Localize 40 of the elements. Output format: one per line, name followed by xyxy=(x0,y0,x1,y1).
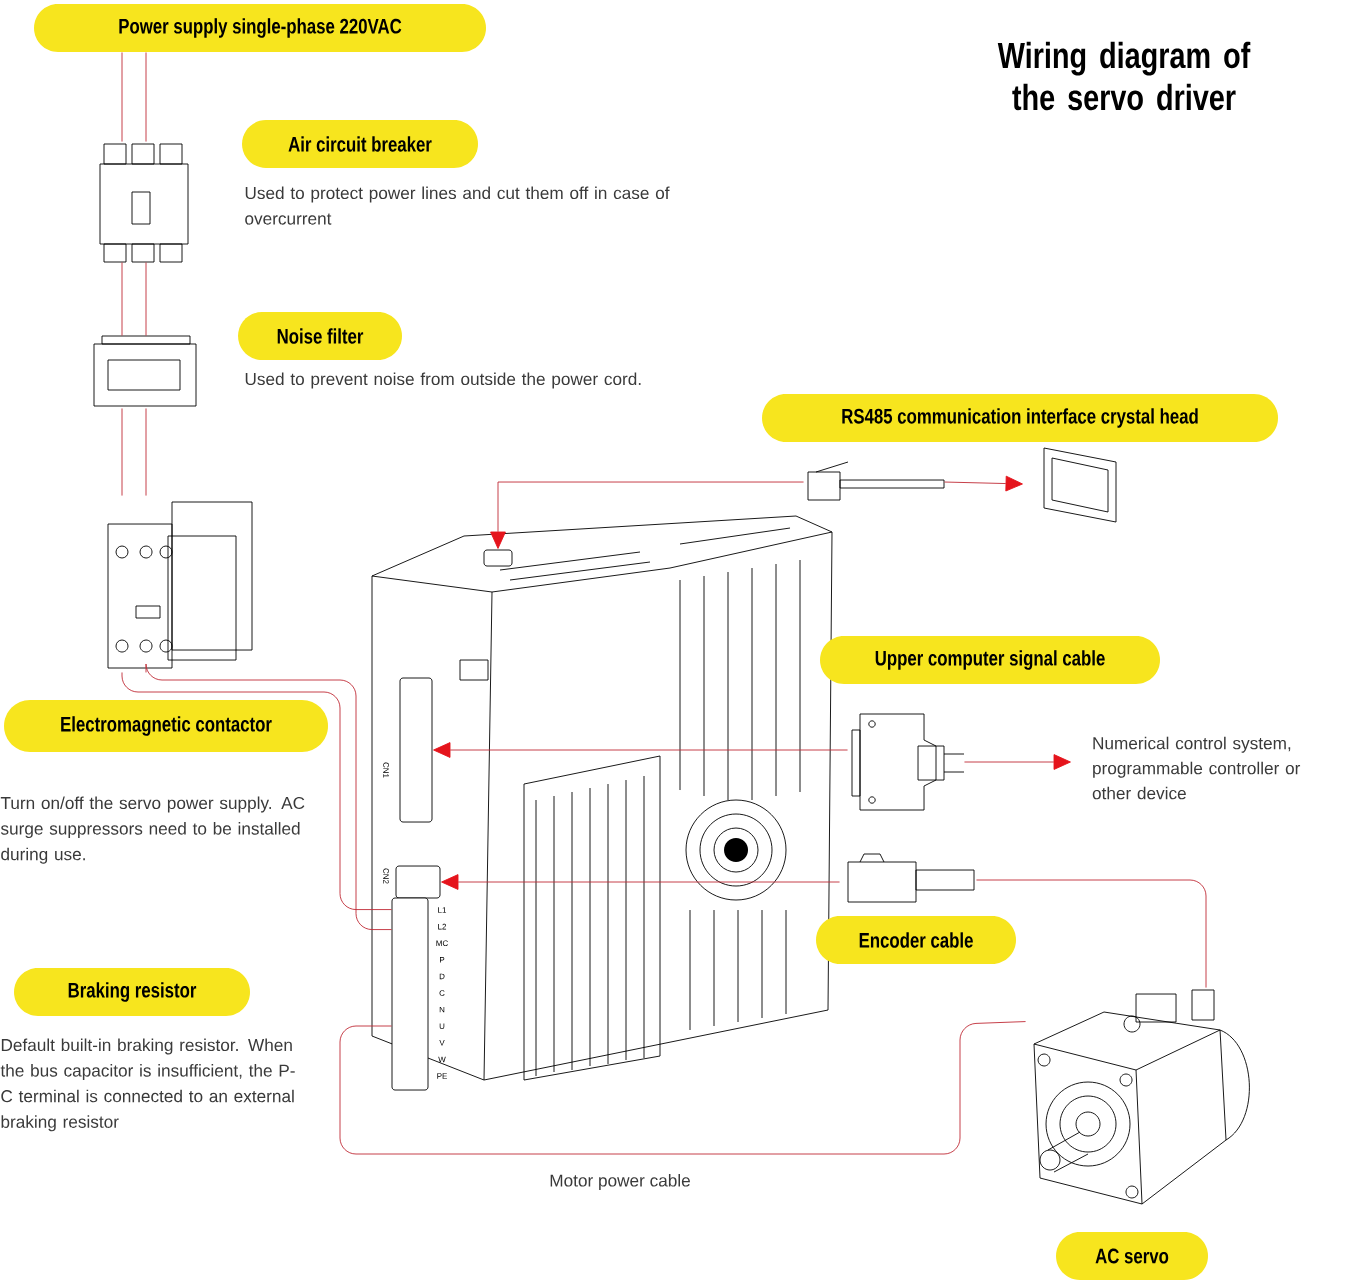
port-socket xyxy=(483,549,513,567)
arrow xyxy=(490,481,804,549)
circuit-breaker-drawing xyxy=(99,143,189,263)
wire-line xyxy=(121,408,147,496)
edge-label: Motor power cable xyxy=(547,1172,693,1193)
terminal-block xyxy=(391,897,429,1091)
title: Wiring diagram of the servo driver xyxy=(997,41,1251,111)
description-text: Used to protect power lines and cut them off in case of overcurrent xyxy=(245,186,670,225)
heading-pill: Electromagnetic contactor xyxy=(4,700,328,752)
arrow xyxy=(964,754,1071,770)
arrow xyxy=(944,475,1023,492)
heading-pill: AC servo xyxy=(1056,1232,1208,1280)
arrow xyxy=(441,874,840,890)
heading-pill: Power supply single-phase 220VAC xyxy=(34,4,486,52)
wire-line xyxy=(976,879,1207,989)
signal-plug-drawing xyxy=(851,713,965,811)
heading-pill: Air circuit breaker xyxy=(242,120,478,168)
display-panel-drawing xyxy=(1043,447,1117,523)
noise-filter-drawing xyxy=(93,335,197,407)
wire-line xyxy=(121,262,147,336)
note-text: Numerical control system, programmable controller or other device xyxy=(1092,736,1301,800)
network-plug-drawing xyxy=(807,461,945,501)
wire-line xyxy=(339,1021,1026,1155)
servo-motor-drawing xyxy=(1033,989,1250,1205)
wire-line xyxy=(121,52,147,142)
heading-pill: Upper computer signal cable xyxy=(820,636,1160,684)
wire-line xyxy=(121,663,392,931)
connector-socket xyxy=(395,865,441,899)
encoder-plug-drawing xyxy=(847,853,975,903)
heading-pill: Noise filter xyxy=(238,312,402,360)
heading-pill: Braking resistor xyxy=(14,968,250,1016)
arrow xyxy=(433,742,848,758)
description-text: Used to prevent noise from outside the power cord. xyxy=(245,372,641,389)
heading-pill: RS485 communication interface crystal head xyxy=(762,394,1278,442)
heading-pill: Encoder cable xyxy=(816,916,1016,964)
contactor-drawing xyxy=(107,501,253,669)
description-text: Turn on/off the servo power supply. AC surge suppressors need to be installed during use. xyxy=(0,796,305,864)
description-text: Default built-in braking resistor. When the bus capacitor is insufficient, the P-C terminal is connected to an external braking resistor xyxy=(0,1038,295,1132)
connector-socket xyxy=(399,677,433,823)
servo-driver-drawing xyxy=(371,515,833,1081)
